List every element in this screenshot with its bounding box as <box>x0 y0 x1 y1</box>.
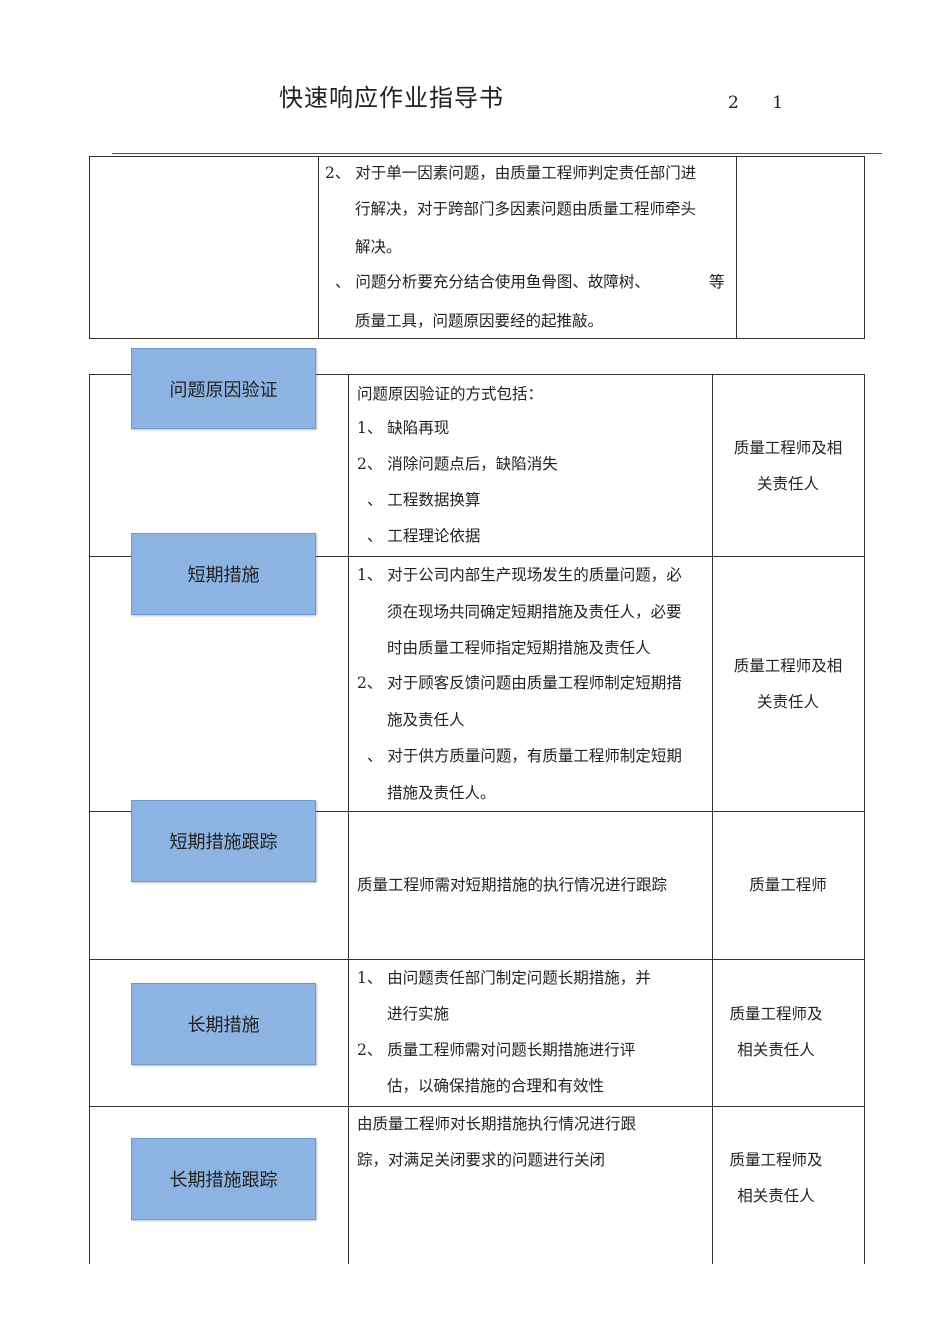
document-title: 快速响应作业指导书 <box>279 84 504 112</box>
step-content-line: 须在现场共同确定短期措施及责任人，必要 <box>387 603 682 621</box>
top-table-line: 行解决，对于跨部门多因素问题由质量工程师牵头 <box>355 200 697 218</box>
step-content-line: 1、 缺陷再现 <box>357 419 450 437</box>
top-table-line: 等 <box>709 273 725 291</box>
step-content-line: 质量工程师需对短期措施的执行情况进行跟踪 <box>357 876 668 894</box>
step-button-root-cause-verification[interactable]: 问题原因验证 <box>131 348 316 429</box>
step-button-long-term-tracking[interactable]: 长期措施跟踪 <box>131 1138 316 1220</box>
top-table-line: 解决。 <box>355 238 402 256</box>
step-content-line: 由质量工程师对长期措施执行情况进行跟 <box>357 1115 637 1133</box>
step-owner: 质量工程师及相关责任人 <box>729 1151 823 1205</box>
step-content-line: 1、 对于公司内部生产现场发生的质量问题，必 <box>357 566 682 584</box>
top-table-line: 质量工具，问题原因要经的起推敲。 <box>355 312 604 330</box>
step-content-line: 、 对于供方质量问题，有质量工程师制定短期 <box>367 747 682 765</box>
step-owner: 质量工程师及相关责任人 <box>733 439 843 493</box>
step-content-line: 2、 质量工程师需对问题长期措施进行评 <box>357 1041 636 1059</box>
top-table-line: 2、 对于单一因素问题，由质量工程师判定责任部门进 <box>325 164 697 182</box>
step-button-short-term-measures[interactable]: 短期措施 <box>131 533 316 615</box>
header-rule <box>112 153 882 154</box>
top-table-line: 、 问题分析要充分结合使用鱼骨图、故障树、 <box>335 273 650 291</box>
step-content-line: 1、 由问题责任部门制定问题长期措施，并 <box>357 969 651 987</box>
step-content-line: 、 工程理论依据 <box>367 527 481 545</box>
step-content-line: 、 工程数据换算 <box>367 491 481 509</box>
step-owner: 质量工程师 <box>749 876 827 894</box>
step-content-line: 措施及责任人。 <box>387 784 496 802</box>
step-content-line: 2、 对于顾客反馈问题由质量工程师制定短期措 <box>357 674 682 692</box>
step-owner: 质量工程师及相关责任人 <box>729 1005 823 1059</box>
step-content-line: 施及责任人 <box>387 711 465 729</box>
step-button-long-term-measures[interactable]: 长期措施 <box>131 983 316 1065</box>
top-table <box>89 156 865 339</box>
step-owner: 质量工程师及相关责任人 <box>733 657 843 711</box>
step-content-line: 踪，对满足关闭要求的问题进行关闭 <box>357 1151 606 1169</box>
step-content-line: 问题原因验证的方式包括： <box>357 385 544 403</box>
step-content-line: 2、 消除问题点后，缺陷消失 <box>357 455 558 473</box>
step-content-line: 进行实施 <box>387 1005 450 1023</box>
page-number: 2 1 <box>728 93 798 113</box>
process-table <box>89 374 865 1264</box>
step-button-short-term-tracking[interactable]: 短期措施跟踪 <box>131 800 316 882</box>
step-content-line: 时由质量工程师指定短期措施及责任人 <box>387 639 651 657</box>
step-content-line: 估，以确保措施的合理和有效性 <box>387 1077 605 1095</box>
